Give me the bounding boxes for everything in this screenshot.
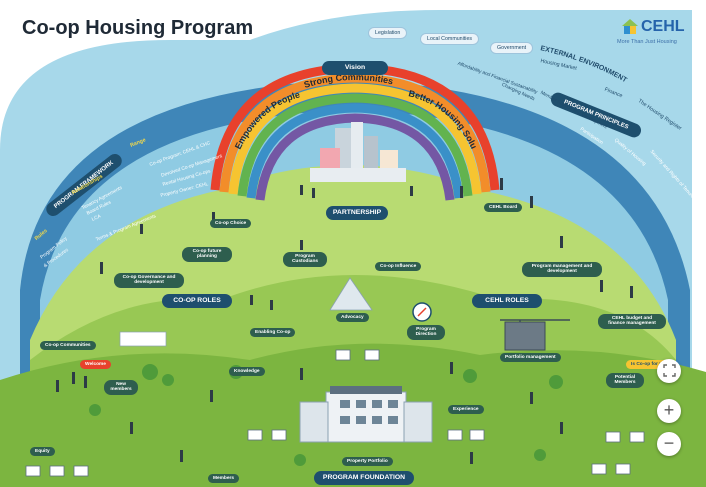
label-coop-influence: Co-op Influence <box>375 262 422 272</box>
advocacy-mountain <box>329 277 373 311</box>
label-knowledge: Knowledge <box>229 367 265 377</box>
zoom-in-button[interactable]: + <box>657 399 681 423</box>
label-experience: Experience <box>448 405 484 415</box>
coop-roles-heading: CO-OP ROLES <box>162 294 232 308</box>
city-buildings <box>310 122 406 182</box>
page-title: Co-op Housing Program <box>22 17 254 39</box>
label-property-portfolio: Property Portfolio <box>342 457 393 467</box>
fit-icon <box>662 364 676 377</box>
vision-heading: Vision <box>322 61 388 75</box>
label-program-custodians: Program Custodians <box>283 252 327 267</box>
label-equity: Equity <box>30 447 55 457</box>
ext-government: Government <box>490 42 534 54</box>
label-new-members: New members <box>104 380 138 395</box>
people <box>56 178 633 464</box>
construction-crane <box>500 319 570 351</box>
label-coop-banner: Is Co-op for you? <box>626 360 676 370</box>
ext-legislation: Legislation <box>368 27 408 39</box>
label-coop-choice: Co-op Choice <box>210 219 252 229</box>
fit-view-button[interactable] <box>657 359 681 383</box>
logo-name: CEHL <box>641 18 685 35</box>
label-program-direction: Program Direction <box>407 325 445 340</box>
partnership-heading: PARTNERSHIP <box>326 206 388 220</box>
label-welcome: Welcome <box>80 360 111 370</box>
label-cehl-budget: CEHL budget and finance management <box>598 314 666 329</box>
zoom-out-button[interactable]: − <box>657 432 681 456</box>
label-enabling-coop: Enabling Co-op <box>250 328 296 338</box>
label-program-management: Program management and development <box>522 262 602 277</box>
program-foundation-heading: PROGRAM FOUNDATION <box>314 471 414 485</box>
apartment-block <box>299 386 433 443</box>
house-logo-icon <box>622 19 638 34</box>
cehl-roles-heading: CEHL ROLES <box>472 294 542 308</box>
logo-tagline: More Than Just Housing <box>617 39 677 45</box>
label-potential-members: Potential Members <box>606 373 644 388</box>
label-advocacy: Advocacy <box>336 313 369 323</box>
houses <box>25 349 645 477</box>
label-coop-future-planning: Co-op future planning <box>182 247 232 262</box>
label-cehl-board: CEHL Board <box>484 203 523 213</box>
ext-local-communities: Local Communities <box>420 33 480 45</box>
label-coop-governance: Co-op Governance and development <box>114 273 184 288</box>
label-members: Members <box>208 474 240 484</box>
trees <box>89 364 563 466</box>
label-coop-communities: Co-op Communities <box>40 341 96 351</box>
cehl-logo: CEHL More Than Just Housing <box>617 18 691 46</box>
picnic-table <box>119 331 167 347</box>
label-portfolio-management: Portfolio management <box>500 353 561 363</box>
